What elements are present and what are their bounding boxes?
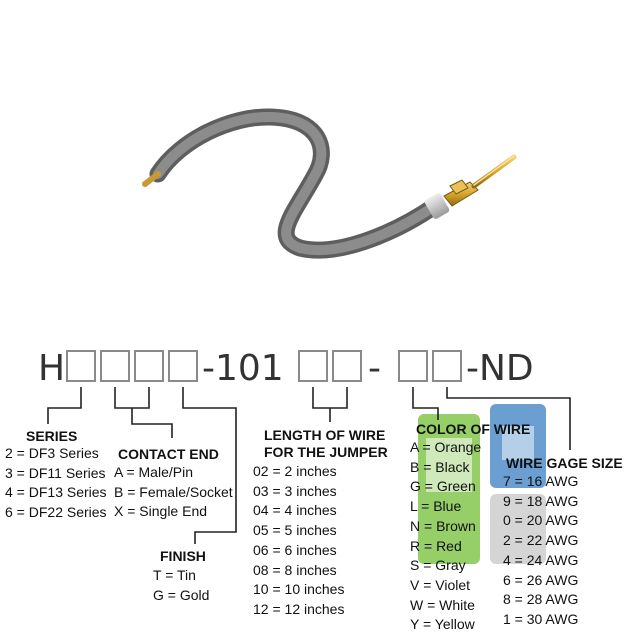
gage-item: 7 = 16 AWG — [503, 473, 579, 489]
length-item: 12 = 12 inches — [253, 600, 345, 617]
color-item: R = Red — [410, 537, 462, 554]
contact-end-leader — [114, 387, 150, 409]
color-item: N = Brown — [410, 517, 476, 534]
color-box — [398, 350, 428, 382]
part-number-suffix: -ND — [466, 348, 534, 389]
series-item: 4 = DF13 Series — [5, 484, 107, 501]
series-item: 3 = DF11 Series — [5, 464, 106, 481]
product-photo — [142, 108, 517, 259]
finish-item: G = Gold — [153, 586, 210, 603]
length-box-1 — [298, 350, 328, 382]
series-box — [66, 350, 96, 382]
male-pin — [471, 154, 517, 189]
gage-item: 6 = 26 AWG — [503, 571, 579, 588]
gage-box — [432, 350, 462, 382]
gage-item: 8 = 28 AWG — [503, 591, 579, 608]
series-list: 2 = DF3 Series 3 = DF11 Series 4 = DF13 … — [5, 444, 107, 523]
color-item: G = Green — [410, 478, 476, 495]
digikey-logo-watermark — [418, 404, 546, 564]
length-item: 06 = 6 inches — [253, 541, 337, 558]
series-heading: SERIES — [26, 428, 78, 444]
length-box-2 — [332, 350, 362, 382]
contact-end-heading: CONTACT END — [118, 446, 219, 462]
contact-end-box-1 — [100, 350, 130, 382]
length-item: 04 = 4 inches — [253, 502, 337, 519]
contact-end-box-2 — [134, 350, 164, 382]
color-list: A = Orange B = Black G = Green L = Blue … — [410, 438, 481, 635]
left-wire-end — [142, 171, 161, 187]
contact-end-item: X = Single End — [114, 503, 208, 520]
finish-item: T = Tin — [153, 567, 196, 583]
length-item: 02 = 2 inches — [253, 463, 337, 479]
color-heading: COLOR OF WIRE — [416, 421, 531, 437]
part-number-prefix: H — [38, 348, 66, 389]
gage-item: 9 = 18 AWG — [503, 492, 579, 509]
finish-box — [168, 350, 198, 382]
length-item: 10 = 10 inches — [253, 581, 345, 598]
color-item: V = Violet — [410, 576, 471, 593]
contact-end-list: A = Male/Pin B = Female/Socket X = Singl… — [114, 463, 233, 522]
leader-lines — [47, 387, 571, 544]
color-item: A = Orange — [410, 439, 482, 455]
color-item: W = White — [410, 596, 475, 613]
gage-leader — [446, 387, 571, 450]
color-item: Y = Yellow — [410, 616, 475, 633]
length-list: 02 = 2 inches 03 = 3 inches 04 = 4 inche… — [253, 462, 344, 620]
color-item: S = Gray — [410, 557, 466, 574]
color-item: B = Black — [410, 458, 470, 475]
finish-heading: FINISH — [160, 548, 206, 564]
gage-item: 4 = 24 AWG — [503, 551, 579, 568]
gage-list: 7 = 16 AWG 9 = 18 AWG 0 = 20 AWG 2 = 22 … — [503, 472, 578, 630]
series-leader — [47, 387, 82, 424]
crimp-sleeve — [424, 193, 450, 219]
color-leader — [412, 387, 439, 420]
gage-item: 1 = 30 AWG — [503, 610, 579, 627]
length-item: 05 = 5 inches — [253, 522, 337, 539]
part-number-segment-3: - — [368, 348, 381, 389]
finish-leader — [182, 387, 237, 544]
length-item: 08 = 8 inches — [253, 561, 337, 578]
length-leader — [312, 387, 348, 409]
color-item: L = Blue — [410, 498, 462, 515]
length-heading-2: FOR THE JUMPER — [264, 444, 388, 460]
gage-item: 0 = 20 AWG — [503, 512, 579, 529]
length-item: 03 = 3 inches — [253, 482, 337, 499]
gage-heading: WIRE GAGE SIZE — [506, 455, 623, 471]
gage-item: 2 = 22 AWG — [503, 532, 579, 549]
series-item: 6 = DF22 Series — [5, 504, 107, 521]
series-item: 2 = DF3 Series — [5, 445, 99, 461]
part-number-segment-2: -101 — [202, 348, 284, 389]
contact-end-item: B = Female/Socket — [114, 483, 233, 500]
contact-end-item: A = Male/Pin — [114, 464, 193, 480]
finish-list: T = Tin G = Gold — [153, 566, 209, 605]
jumper-wire-highlight — [153, 111, 441, 256]
length-heading-1: LENGTH OF WIRE — [264, 427, 386, 443]
